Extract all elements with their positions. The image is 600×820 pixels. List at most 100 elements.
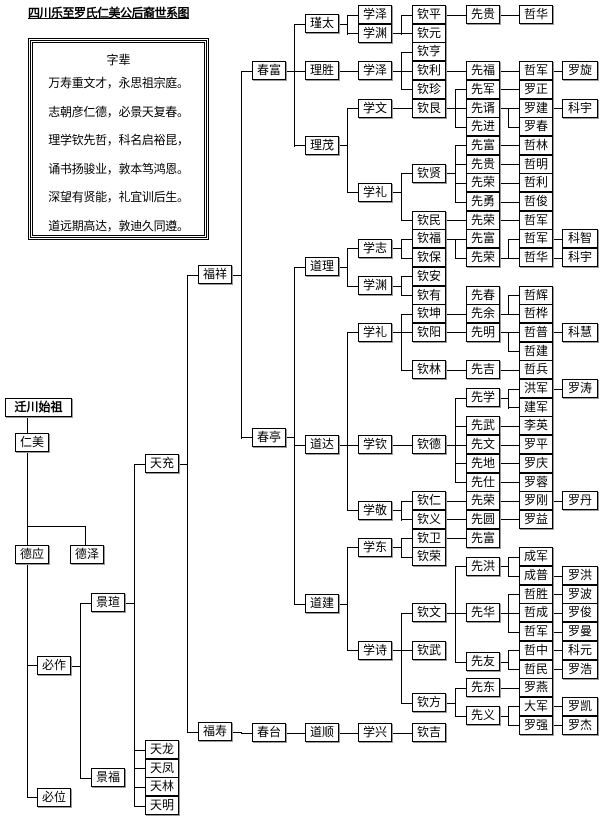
connector-line	[232, 732, 242, 733]
person-box: 罗蓉	[519, 473, 553, 492]
connector-line	[392, 445, 402, 446]
connector-line	[508, 501, 520, 502]
person-box: 福寿	[198, 722, 232, 741]
connector-line	[455, 108, 467, 109]
connector-line	[500, 258, 509, 259]
person-box: 钦林	[412, 360, 446, 379]
person-box: 钦元	[412, 24, 446, 43]
connector-line	[392, 286, 402, 287]
connector-line	[401, 89, 413, 90]
connector-line	[551, 389, 563, 390]
connector-line	[446, 332, 456, 333]
connector-line	[551, 108, 563, 109]
person-box: 钦仁	[412, 491, 446, 510]
connector-line	[508, 650, 520, 651]
person-box: 哲建	[519, 342, 553, 361]
person-box: 钦吉	[412, 723, 446, 742]
connector-line	[455, 370, 467, 371]
person-box: 哲明	[519, 155, 553, 174]
person-box: 钦义	[412, 510, 446, 529]
person-box: 罗俊	[562, 603, 598, 622]
connector-line	[455, 501, 467, 502]
connector-line	[455, 463, 467, 464]
person-box: 罗杰	[562, 716, 598, 735]
connector-line	[455, 426, 467, 427]
person-box: 成军	[519, 547, 553, 566]
person-box: 钦坤	[412, 304, 446, 323]
connector-line	[500, 89, 509, 90]
connector-line	[500, 662, 509, 663]
person-box: 钦珍	[412, 80, 446, 99]
connector-line	[551, 239, 563, 240]
connector-line	[508, 127, 520, 128]
connector-line	[508, 389, 520, 390]
person-box: 学钦	[358, 435, 392, 454]
person-box: 道建	[305, 594, 339, 613]
connector-line	[455, 716, 467, 717]
person-box: 道达	[305, 435, 339, 454]
connector-line	[446, 239, 456, 240]
connector-line	[339, 145, 348, 146]
chart-title: 四川乐至罗氏仁美公后裔世系图	[28, 6, 190, 20]
connector-line	[500, 613, 509, 614]
connector-line	[455, 662, 467, 663]
person-box: 罗正	[519, 80, 553, 99]
connector-line	[27, 665, 38, 666]
connector-line	[446, 501, 456, 502]
connector-line	[347, 248, 348, 286]
connector-line	[551, 706, 563, 707]
connector-line	[27, 452, 28, 546]
person-box: 德应	[15, 545, 49, 564]
connector-line	[508, 89, 520, 90]
person-box: 哲辉	[519, 286, 553, 305]
connector-line	[347, 547, 348, 651]
connector-line	[508, 295, 509, 315]
person-box: 先华	[466, 603, 500, 622]
connector-line	[508, 557, 520, 558]
connector-line	[80, 603, 92, 604]
connector-line	[401, 332, 413, 333]
connector-line	[508, 632, 520, 633]
connector-line	[347, 332, 348, 511]
connector-line	[286, 733, 295, 734]
person-box: 科慧	[562, 323, 598, 342]
connector-line	[339, 604, 348, 605]
connector-line	[500, 566, 509, 567]
connector-line	[401, 370, 413, 371]
connector-line	[455, 183, 467, 184]
connector-line	[446, 314, 456, 315]
person-box: 科宇	[562, 99, 598, 118]
person-box: 先富	[466, 529, 500, 548]
person-box: 天林	[145, 777, 179, 796]
connector-line	[508, 688, 520, 689]
connector-line	[455, 445, 467, 446]
person-box: 学诗	[358, 641, 392, 660]
connector-line	[294, 24, 306, 25]
person-box: 先荣	[466, 211, 500, 230]
connector-line	[551, 669, 563, 670]
person-box: 罗燕	[519, 678, 553, 697]
connector-line	[500, 314, 509, 315]
person-box: 春台	[252, 723, 286, 742]
connector-line	[508, 482, 520, 483]
connector-line	[455, 15, 467, 16]
connector-line	[551, 650, 563, 651]
person-box: 先贵	[466, 155, 500, 174]
connector-line	[508, 314, 520, 315]
connector-line	[455, 398, 456, 483]
person-box: 必位	[37, 788, 71, 807]
connector-line	[551, 613, 563, 614]
connector-line	[187, 275, 188, 733]
connector-line	[27, 526, 86, 527]
person-box: 学礼	[358, 323, 392, 342]
connector-line	[455, 566, 467, 567]
connector-line	[500, 183, 509, 184]
connector-line	[500, 463, 509, 464]
connector-line	[446, 71, 456, 72]
connector-line	[500, 501, 509, 502]
person-box: 先义	[466, 706, 500, 725]
person-box: 天充	[145, 454, 179, 473]
person-box: 哲林	[519, 136, 553, 155]
connector-line	[508, 164, 520, 165]
connector-line	[551, 71, 563, 72]
